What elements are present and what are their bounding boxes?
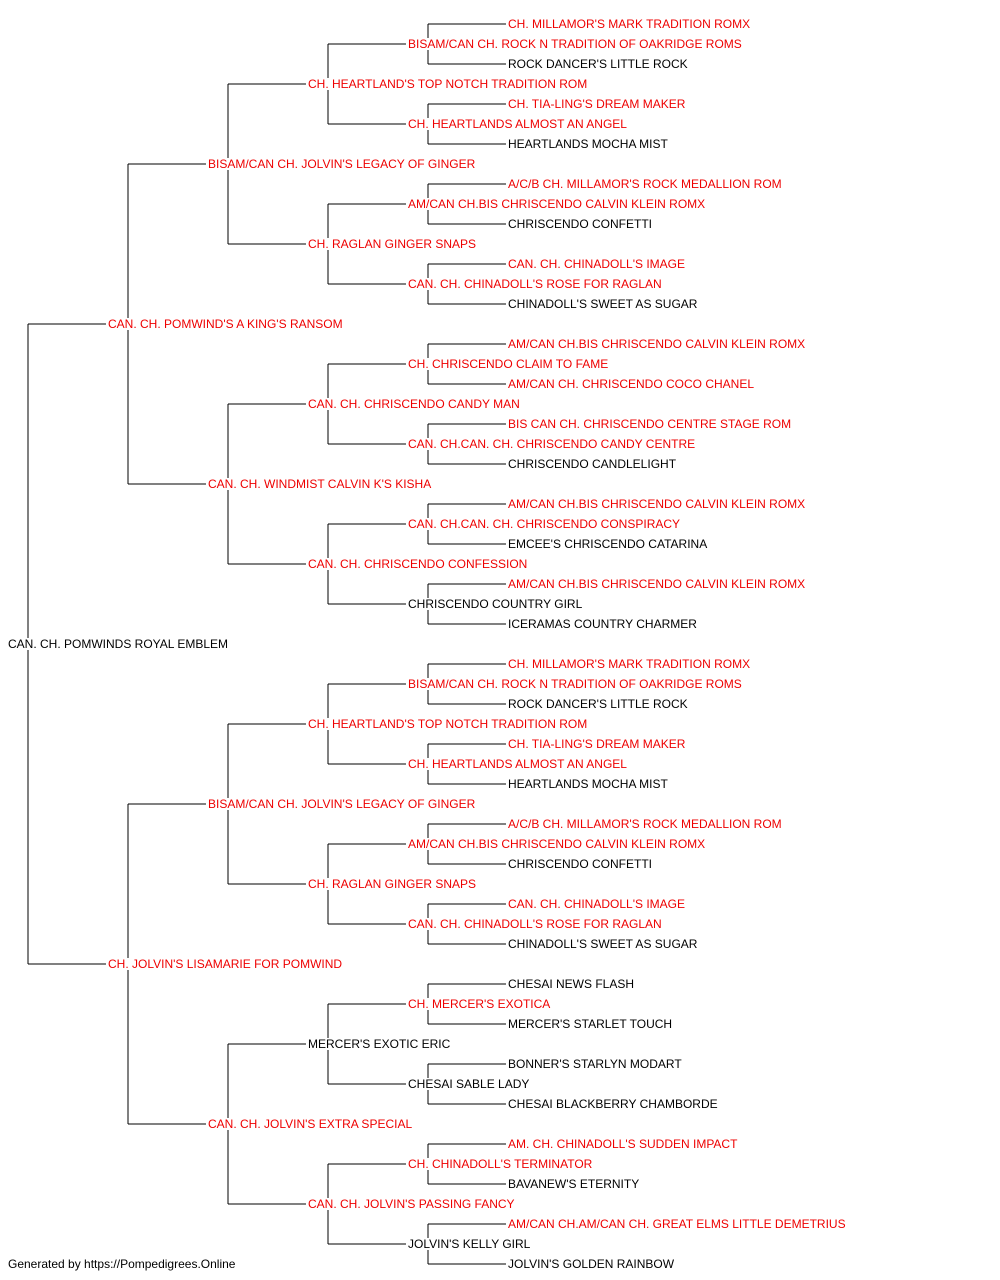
subject-dam-dam-dam-dam-dam: JOLVIN'S GOLDEN RAINBOW — [508, 1257, 675, 1271]
subject-sire-dam-sire-sire-dam: AM/CAN CH. CHRISCENDO COCO CHANEL — [508, 377, 754, 391]
subject-sire-sire-sire: CH. HEARTLAND'S TOP NOTCH TRADITION ROM — [308, 77, 587, 91]
subject-dam-dam-sire-dam-dam: CHESAI BLACKBERRY CHAMBORDE — [508, 1097, 718, 1111]
subject-sire-dam-sire-sire: CH. CHRISCENDO CLAIM TO FAME — [408, 357, 608, 371]
subject-sire-dam-sire: CAN. CH. CHRISCENDO CANDY MAN — [308, 397, 520, 411]
subject-dam-dam-sire-dam: CHESAI SABLE LADY — [408, 1077, 529, 1091]
subject-dam-sire-dam-dam: CAN. CH. CHINADOLL'S ROSE FOR RAGLAN — [408, 917, 662, 931]
subject-dam-sire-dam-dam-sire: CAN. CH. CHINADOLL'S IMAGE — [508, 897, 685, 911]
subject-sire-dam-dam-dam-sire: AM/CAN CH.BIS CHRISCENDO CALVIN KLEIN RO… — [508, 577, 805, 591]
subject-dam: CH. JOLVIN'S LISAMARIE FOR POMWIND — [108, 957, 342, 971]
subject-dam-sire-dam: CH. RAGLAN GINGER SNAPS — [308, 877, 476, 891]
subject-dam-dam-dam-sire-sire: AM. CH. CHINADOLL'S SUDDEN IMPACT — [508, 1137, 738, 1151]
subject-sire-sire-sire-sire-dam: ROCK DANCER'S LITTLE ROCK — [508, 57, 688, 71]
subject-dam-sire-sire-sire-dam: ROCK DANCER'S LITTLE ROCK — [508, 697, 688, 711]
subject: CAN. CH. POMWINDS ROYAL EMBLEM — [8, 637, 228, 651]
subject-dam-dam-dam: CAN. CH. JOLVIN'S PASSING FANCY — [308, 1197, 515, 1211]
subject-dam-sire-sire-dam: CH. HEARTLANDS ALMOST AN ANGEL — [408, 757, 627, 771]
subject-sire-sire-sire-sire-sire: CH. MILLAMOR'S MARK TRADITION ROMX — [508, 17, 750, 31]
pedigree-name-labels: CAN. CH. POMWINDS ROYAL EMBLEM CAN. CH. P… — [8, 17, 846, 1271]
subject-dam-dam-sire: MERCER'S EXOTIC ERIC — [308, 1037, 451, 1051]
subject-dam-dam-dam-sire-dam: BAVANEW'S ETERNITY — [508, 1177, 639, 1191]
subject-sire-dam-dam-sire-dam: EMCEE'S CHRISCENDO CATARINA — [508, 537, 707, 551]
subject-sire-dam-sire-sire-sire: AM/CAN CH.BIS CHRISCENDO CALVIN KLEIN RO… — [508, 337, 805, 351]
subject-sire: CAN. CH. POMWIND'S A KING'S RANSOM — [108, 317, 343, 331]
subject-dam-sire-sire: CH. HEARTLAND'S TOP NOTCH TRADITION ROM — [308, 717, 587, 731]
subject-sire-dam: CAN. CH. WINDMIST CALVIN K'S KISHA — [208, 477, 431, 491]
subject-dam-dam-dam-dam-sire: AM/CAN CH.AM/CAN CH. GREAT ELMS LITTLE D… — [508, 1217, 846, 1231]
subject-sire-dam-dam-sire-sire: AM/CAN CH.BIS CHRISCENDO CALVIN KLEIN RO… — [508, 497, 805, 511]
subject-sire-dam-dam-dam: CHRISCENDO COUNTRY GIRL — [408, 597, 583, 611]
footer-credit: Generated by https://Pompedigrees.Online — [8, 1257, 236, 1271]
subject-dam-dam-sire-sire-dam: MERCER'S STARLET TOUCH — [508, 1017, 672, 1031]
subject-sire-sire-dam-dam: CAN. CH. CHINADOLL'S ROSE FOR RAGLAN — [408, 277, 662, 291]
subject-dam-sire-dam-sire-sire: A/C/B CH. MILLAMOR'S ROCK MEDALLION ROM — [508, 817, 782, 831]
subject-sire-dam-sire-dam-dam: CHRISCENDO CANDLELIGHT — [508, 457, 677, 471]
subject-sire-dam-sire-dam-sire: BIS CAN CH. CHRISCENDO CENTRE STAGE ROM — [508, 417, 791, 431]
subject-dam-sire-sire-dam-sire: CH. TIA-LING'S DREAM MAKER — [508, 737, 686, 751]
subject-sire-sire-dam: CH. RAGLAN GINGER SNAPS — [308, 237, 476, 251]
subject-dam-sire-sire-dam-dam: HEARTLANDS MOCHA MIST — [508, 777, 668, 791]
subject-sire-sire-dam-sire: AM/CAN CH.BIS CHRISCENDO CALVIN KLEIN RO… — [408, 197, 705, 211]
subject-sire-sire-sire-sire: BISAM/CAN CH. ROCK N TRADITION OF OAKRID… — [408, 37, 742, 51]
subject-dam-sire: BISAM/CAN CH. JOLVIN'S LEGACY OF GINGER — [208, 797, 476, 811]
pedigree-connector-lines — [27, 23, 506, 1265]
subject-sire-dam-sire-dam: CAN. CH.CAN. CH. CHRISCENDO CANDY CENTRE — [408, 437, 695, 451]
subject-sire-dam-dam-dam-dam: ICERAMAS COUNTRY CHARMER — [508, 617, 697, 631]
subject-sire-sire-sire-dam-dam: HEARTLANDS MOCHA MIST — [508, 137, 668, 151]
subject-dam-sire-dam-dam-dam: CHINADOLL'S SWEET AS SUGAR — [508, 937, 698, 951]
subject-sire-sire-dam-sire-dam: CHRISCENDO CONFETTI — [508, 217, 652, 231]
subject-sire-sire: BISAM/CAN CH. JOLVIN'S LEGACY OF GINGER — [208, 157, 476, 171]
subject-dam-dam-dam-sire: CH. CHINADOLL'S TERMINATOR — [408, 1157, 593, 1171]
subject-sire-sire-dam-dam-dam: CHINADOLL'S SWEET AS SUGAR — [508, 297, 698, 311]
subject-dam-dam-sire-sire-sire: CHESAI NEWS FLASH — [508, 977, 634, 991]
subject-dam-sire-sire-sire: BISAM/CAN CH. ROCK N TRADITION OF OAKRID… — [408, 677, 742, 691]
subject-dam-sire-sire-sire-sire: CH. MILLAMOR'S MARK TRADITION ROMX — [508, 657, 750, 671]
subject-sire-dam-dam-sire: CAN. CH.CAN. CH. CHRISCENDO CONSPIRACY — [408, 517, 680, 531]
subject-sire-sire-dam-sire-sire: A/C/B CH. MILLAMOR'S ROCK MEDALLION ROM — [508, 177, 782, 191]
subject-sire-sire-sire-dam: CH. HEARTLANDS ALMOST AN ANGEL — [408, 117, 627, 131]
subject-dam-sire-dam-sire-dam: CHRISCENDO CONFETTI — [508, 857, 652, 871]
subject-dam-dam-dam-dam: JOLVIN'S KELLY GIRL — [408, 1237, 531, 1251]
subject-dam-dam-sire-dam-sire: BONNER'S STARLYN MODART — [508, 1057, 682, 1071]
subject-dam-dam: CAN. CH. JOLVIN'S EXTRA SPECIAL — [208, 1117, 412, 1131]
subject-sire-sire-dam-dam-sire: CAN. CH. CHINADOLL'S IMAGE — [508, 257, 685, 271]
subject-sire-sire-sire-dam-sire: CH. TIA-LING'S DREAM MAKER — [508, 97, 686, 111]
subject-dam-dam-sire-sire: CH. MERCER'S EXOTICA — [408, 997, 550, 1011]
subject-dam-sire-dam-sire: AM/CAN CH.BIS CHRISCENDO CALVIN KLEIN RO… — [408, 837, 705, 851]
subject-sire-dam-dam: CAN. CH. CHRISCENDO CONFESSION — [308, 557, 527, 571]
